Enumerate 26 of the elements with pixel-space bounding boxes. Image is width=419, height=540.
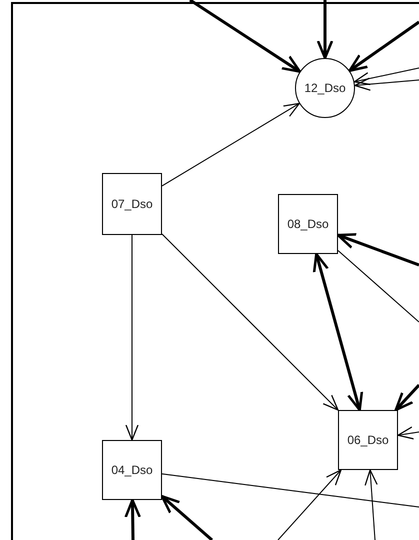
arrow <box>189 0 302 73</box>
arrow <box>312 252 364 412</box>
arrow <box>336 233 419 266</box>
node-label: 08_Dso <box>287 217 329 231</box>
arrow <box>354 78 419 91</box>
node-label: 04_Dso <box>111 463 153 477</box>
arrow <box>354 68 419 86</box>
node-box <box>278 194 338 254</box>
node-box <box>102 173 162 235</box>
node-box <box>338 410 398 470</box>
node-label: 07_Dso <box>111 197 153 211</box>
node-label: 06_Dso <box>347 433 389 447</box>
arrow <box>124 498 141 540</box>
arrow <box>397 426 419 440</box>
arrow <box>364 469 378 540</box>
arrow <box>160 495 213 540</box>
arrow <box>162 234 339 411</box>
arrow <box>125 234 139 441</box>
arrow <box>162 102 300 186</box>
node-circle <box>295 58 355 118</box>
node-label: 12_Dso <box>304 81 346 95</box>
arrow <box>278 469 342 540</box>
arrow <box>316 0 334 60</box>
arrow <box>394 384 419 412</box>
arrow <box>348 20 419 72</box>
node-box <box>102 440 162 500</box>
